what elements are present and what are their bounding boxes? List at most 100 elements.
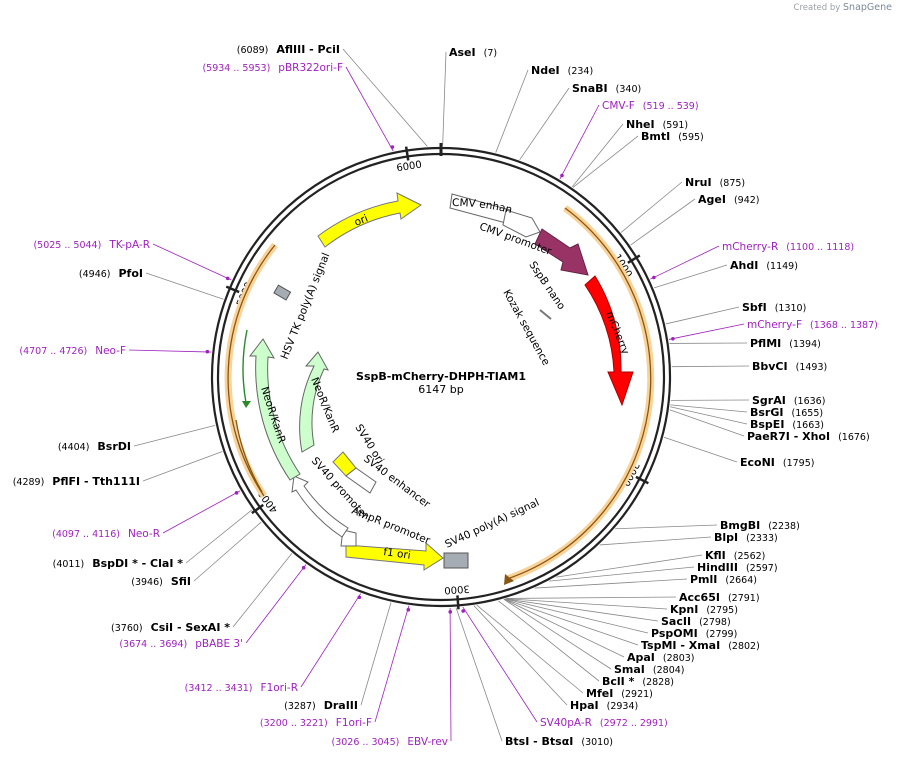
primer-2-label[interactable]: mCherry-R(1100 .. 1118): [722, 241, 854, 253]
site-6-label[interactable]: NruI(875): [685, 176, 745, 189]
site-1-leader: [442, 51, 447, 147]
feature-sv40-enhancer[interactable]: [345, 467, 377, 494]
site-10-label[interactable]: PflMI(1394): [750, 337, 821, 350]
site-33-name: DraIII: [324, 699, 358, 712]
site-28-label[interactable]: SmaI(2804): [614, 663, 685, 676]
feature-kozak[interactable]: [539, 309, 552, 320]
site-26-label[interactable]: TspMI - XmaI(2802): [641, 639, 760, 652]
site-18-pos: (2333): [746, 533, 778, 544]
site-2-label[interactable]: NdeI(234): [531, 64, 593, 77]
feature-hsv-tk-polya[interactable]: [273, 284, 292, 301]
primer-0-pos: (5934 .. 5953): [202, 63, 270, 74]
site-38-leader: [133, 424, 216, 447]
site-8-label[interactable]: AhdI(1149): [730, 259, 798, 272]
feature-sv40-polya[interactable]: [443, 552, 469, 569]
feature-sv40-promoter[interactable]: [291, 475, 349, 538]
site-3-label[interactable]: SnaBI (340): [572, 82, 641, 95]
primer-11-label[interactable]: (5025 .. 5044)TK-pA-R: [33, 239, 150, 251]
site-21-label[interactable]: PmlI(2664): [690, 573, 757, 586]
site-25-label[interactable]: PspOMI(2799): [651, 627, 737, 640]
site-37-label[interactable]: (4289)PflFI - Tth111I: [13, 475, 140, 488]
orf-mcherry-arrowhead: [504, 574, 514, 585]
orf-neo-tail: [235, 419, 263, 493]
site-36-pos: (4011): [53, 559, 85, 570]
site-3-name: SnaBI: [572, 82, 608, 95]
site-28-leader: [503, 598, 612, 670]
site-38-label[interactable]: (4404)BsrDI: [58, 440, 131, 453]
site-7-label[interactable]: AgeI (942): [698, 193, 760, 206]
site-3-pos: (340): [616, 84, 642, 95]
feature-ori[interactable]: [317, 192, 422, 248]
primer-2-pos: (1100 .. 1118): [786, 242, 854, 253]
site-35-label[interactable]: (3946)SfiI: [131, 575, 191, 588]
feature-ampr-promoter[interactable]: [340, 529, 357, 547]
primer-9-label[interactable]: (4097 .. 4116)Neo-R: [52, 528, 160, 540]
site-14-label[interactable]: BspEI(1663): [750, 418, 824, 431]
feature-sspb-nano[interactable]: [534, 228, 589, 276]
site-5-label[interactable]: BmtI(595): [641, 130, 704, 143]
feature-cmv-promoter[interactable]: [502, 209, 541, 238]
site-1-pos: (7): [484, 48, 497, 59]
primer-0-label[interactable]: (5934 .. 5953)pBR322ori-F: [202, 62, 343, 74]
primer-8-leader: [245, 564, 307, 644]
primer-1-label[interactable]: CMV-F(519 .. 539): [602, 100, 699, 112]
site-28-pos: (2804): [653, 665, 685, 676]
site-24-label[interactable]: SacII(2798): [661, 615, 731, 628]
feature-neo-kanr-inner[interactable]: [299, 351, 329, 453]
primer-6-label[interactable]: (3200 .. 3221)F1ori-F: [260, 717, 372, 729]
site-4-leader: [571, 123, 624, 188]
site-20-pos: (2597): [746, 563, 778, 574]
site-31-name: HpaI: [570, 699, 599, 712]
site-4-label[interactable]: NheI(591): [626, 118, 688, 131]
primer-3-pos: (1368 .. 1387): [810, 320, 878, 331]
primer-10-name: Neo-F: [95, 345, 126, 357]
site-29-label[interactable]: BclI *(2828): [602, 675, 674, 688]
site-19-label[interactable]: KflI(2562): [705, 549, 765, 562]
site-11-label[interactable]: BbvCI(1493): [752, 360, 827, 373]
snapgene-brand: SnapGene: [843, 2, 892, 13]
site-1-label[interactable]: AseI(7): [449, 46, 497, 59]
feature-f1-ori[interactable]: [345, 541, 444, 571]
primer-4-label[interactable]: SV40pA-R(2972 .. 2991): [540, 717, 668, 729]
primer-10-label[interactable]: (4707 .. 4726)Neo-F: [19, 345, 126, 357]
site-7-name: AgeI: [698, 193, 726, 206]
site-36-label[interactable]: (4011)BspDI * - ClaI *: [53, 557, 184, 570]
primer-8-pos: (3674 .. 3694): [119, 639, 187, 650]
feature-mcherry[interactable]: [584, 275, 634, 407]
site-34-label[interactable]: (3760)CsiI - SexAI *: [111, 621, 230, 634]
primer-0-marker: [390, 145, 395, 149]
site-20-label[interactable]: HindIII(2597): [697, 561, 778, 574]
site-22-label[interactable]: Acc65I(2791): [679, 591, 760, 604]
primer-5-label[interactable]: (3026 .. 3045)EBV-rev: [332, 736, 449, 748]
site-31-label[interactable]: HpaI(2934): [570, 699, 638, 712]
site-19-pos: (2562): [734, 551, 766, 562]
feature-neo-kanr-outer[interactable]: [248, 338, 301, 481]
site-18-label[interactable]: BlpI(2333): [714, 531, 778, 544]
site-6-leader: [620, 181, 683, 233]
site-13-label[interactable]: BsrGI(1655): [750, 406, 823, 419]
site-27-label[interactable]: ApaI(2803): [627, 651, 695, 664]
primer-3-label[interactable]: mCherry-F(1368 .. 1387): [747, 319, 878, 331]
site-2-name: NdeI: [531, 64, 560, 77]
site-0-pos: (6089): [237, 45, 269, 56]
site-39-label[interactable]: (4946)PfoI: [79, 267, 143, 280]
site-23-label[interactable]: KpnI(2795): [670, 603, 738, 616]
site-17-label[interactable]: BmgBI(2238): [720, 519, 800, 532]
primer-11-pos: (5025 .. 5044): [33, 240, 101, 251]
site-32-label[interactable]: BtsI - BtsαI(3010): [505, 735, 613, 748]
site-16-label[interactable]: EcoNI(1795): [740, 456, 814, 469]
primer-8-label[interactable]: (3674 .. 3694)pBABE 3': [119, 638, 243, 650]
primer-7-label[interactable]: (3412 .. 3431)F1ori-R: [185, 682, 298, 694]
site-0-label[interactable]: (6089)AflIII - PciI: [237, 43, 340, 56]
ruler-label-6000: 6000: [396, 160, 423, 175]
primer-4-pos: (2972 .. 2991): [600, 718, 668, 729]
site-33-label[interactable]: (3287)DraIII: [284, 699, 358, 712]
site-9-label[interactable]: SbfI(1310): [742, 301, 806, 314]
site-30-label[interactable]: MfeI(2921): [586, 687, 653, 700]
site-21-pos: (2664): [725, 575, 757, 586]
site-7-pos: (942): [734, 195, 760, 206]
site-12-label[interactable]: SgrAI(1636): [752, 394, 825, 407]
site-26-pos: (2802): [728, 641, 760, 652]
site-34-leader: [232, 553, 293, 628]
site-15-label[interactable]: PaeR7I - XhoI(1676): [747, 430, 870, 443]
